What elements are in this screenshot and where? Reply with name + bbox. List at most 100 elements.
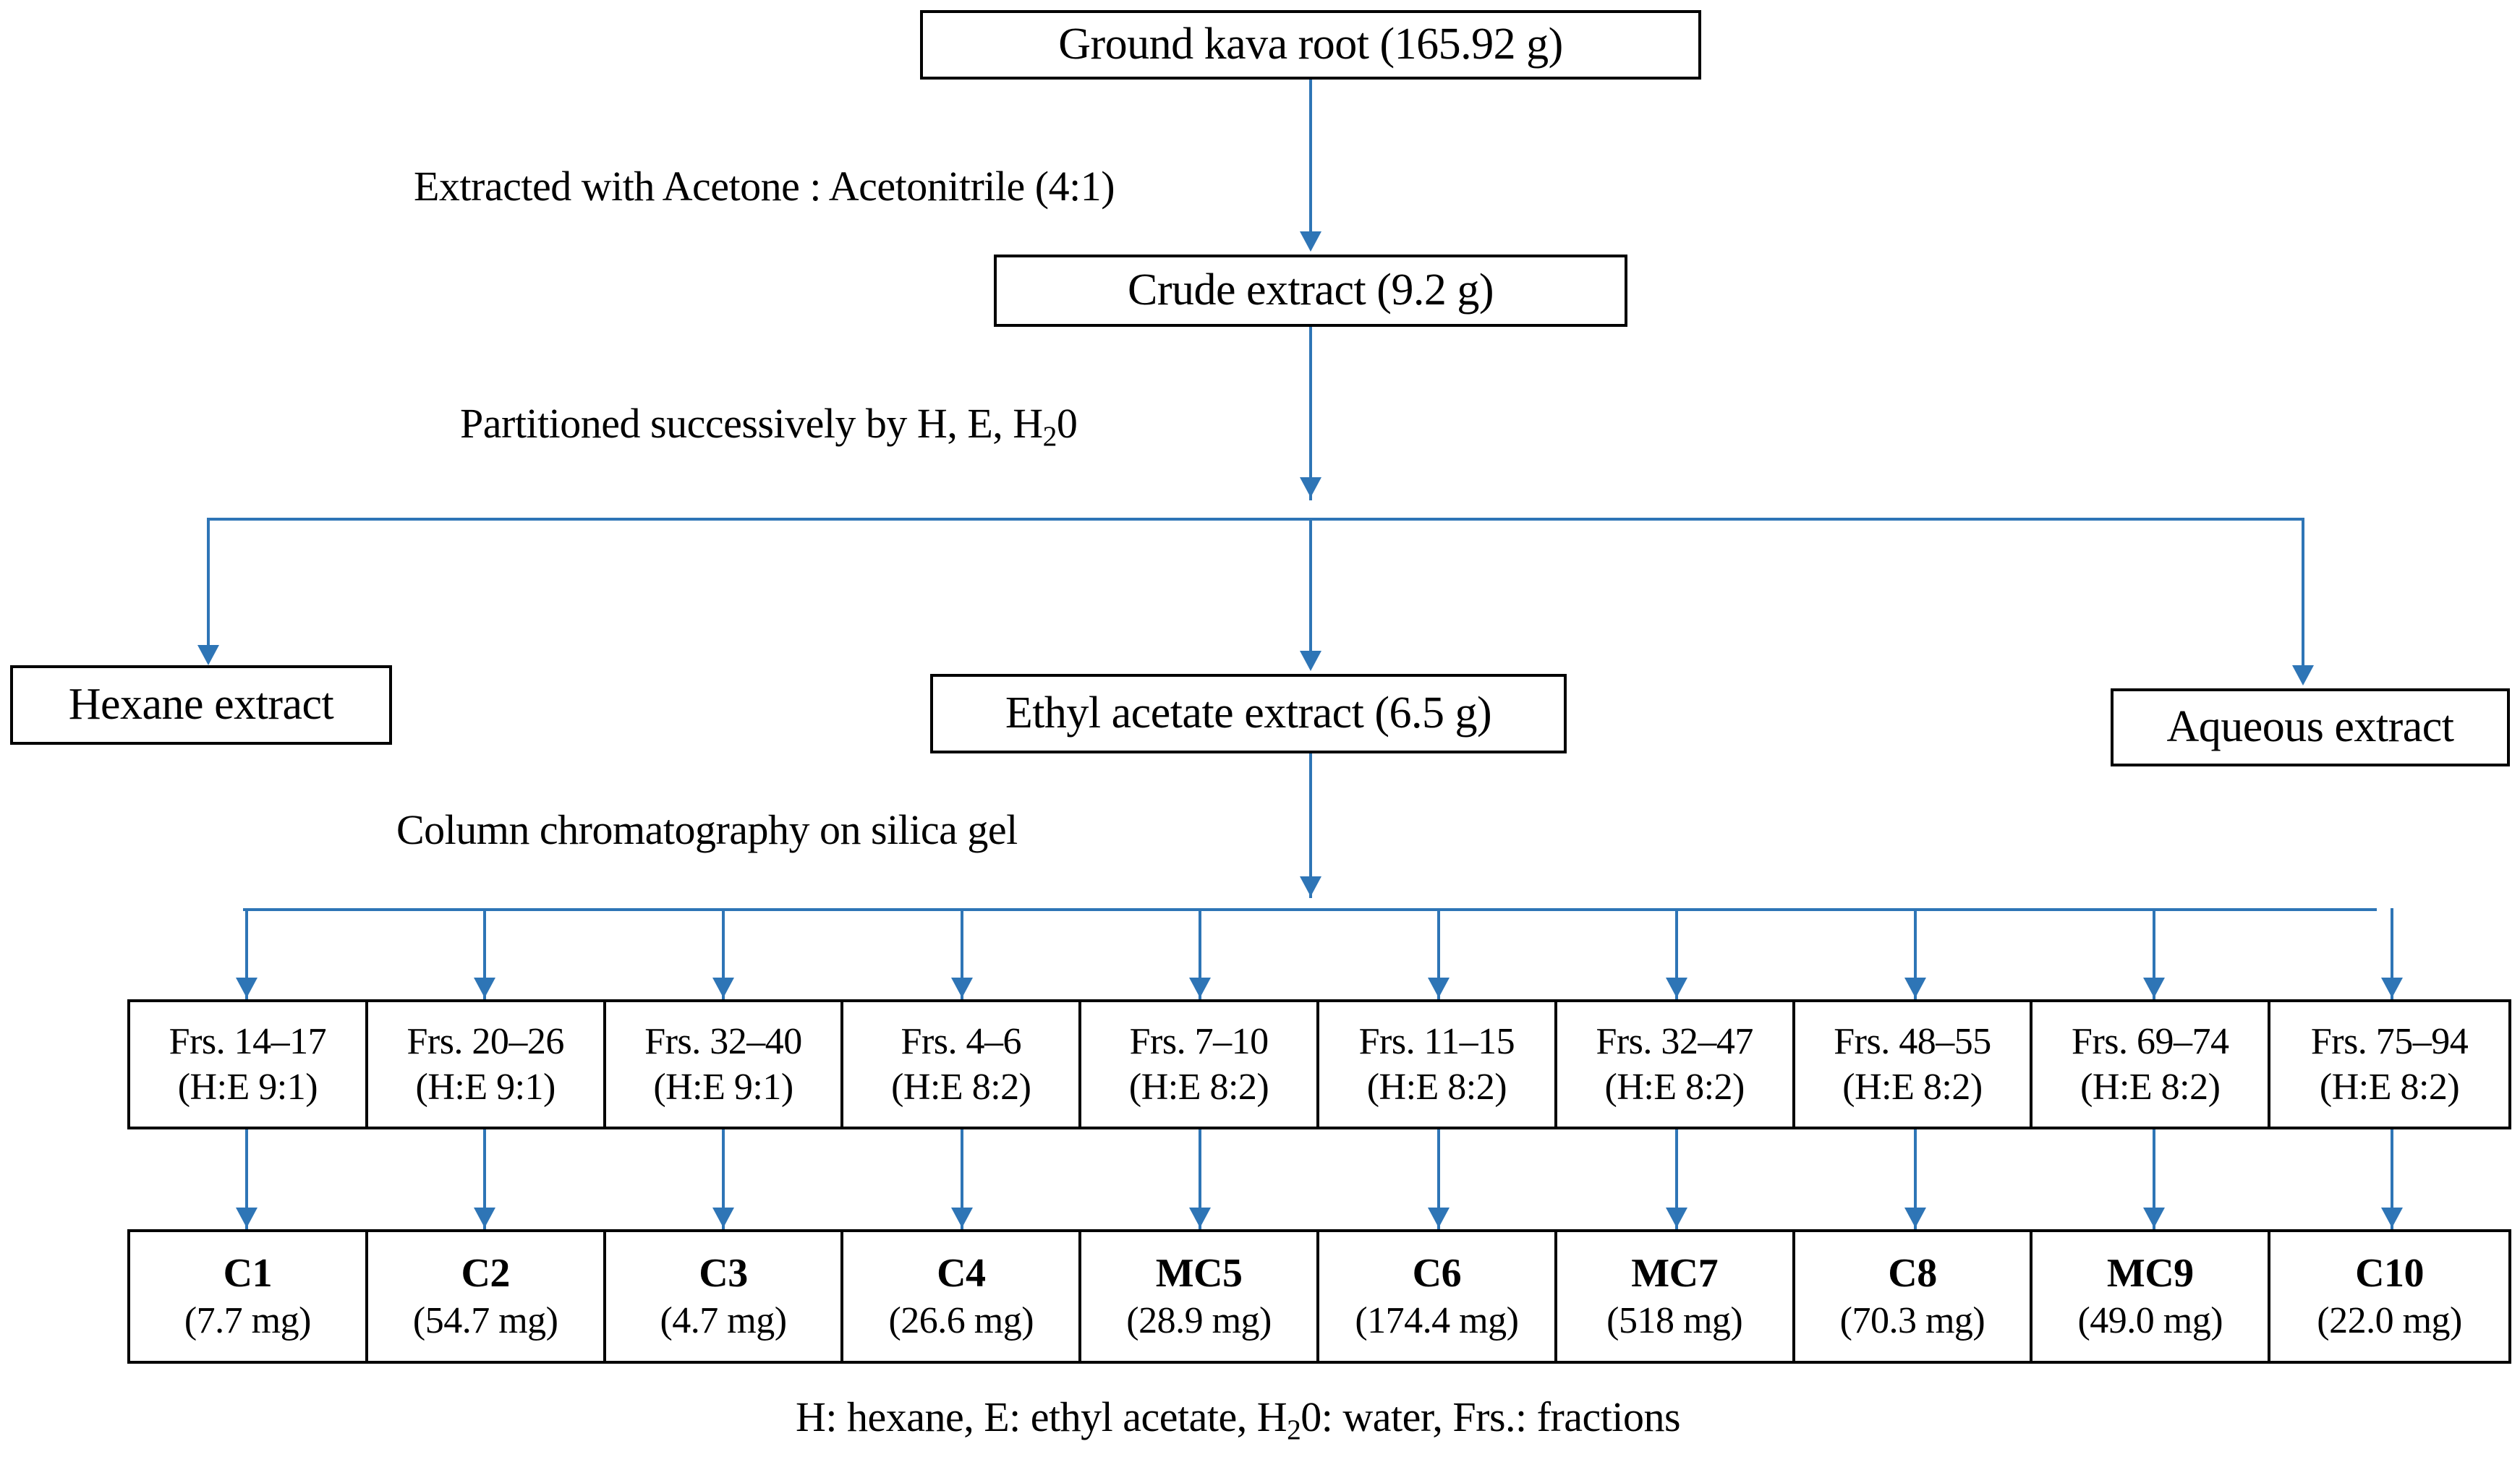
connector-fraction-to-compound <box>245 1129 248 1229</box>
compound-yield: (28.9 mg) <box>1126 1300 1272 1342</box>
compound-name: C3 <box>699 1251 748 1296</box>
compound-yield: (22.0 mg) <box>2317 1300 2462 1342</box>
fraction-cell: Frs. 11–15(H:E 8:2) <box>1319 1002 1557 1127</box>
arrowhead-fraction-to-compound <box>1904 1208 1926 1228</box>
fraction-solvent: (H:E 8:2) <box>1128 1067 1269 1108</box>
arrowhead-crude-to-partition <box>1300 477 1321 497</box>
fraction-range: Frs. 14–17 <box>169 1020 327 1062</box>
fraction-range: Frs. 75–94 <box>2310 1020 2469 1062</box>
arrowhead-bus-to-fraction <box>712 978 734 998</box>
connector-fraction-to-compound <box>2391 1129 2393 1229</box>
compound-name: C2 <box>461 1251 510 1296</box>
connector-fraction-to-compound <box>961 1129 963 1229</box>
compound-yield: (26.6 mg) <box>888 1300 1034 1342</box>
caption-partition-step-subscript: 2 <box>1042 420 1057 453</box>
fraction-cell: Frs. 69–74 (H:E 8:2) <box>2032 1002 2271 1127</box>
compound-name: C1 <box>223 1251 273 1296</box>
compound-yield: (174.4 mg) <box>1355 1300 1519 1342</box>
connector-crude-to-partition <box>1309 327 1312 500</box>
compound-name: C8 <box>1888 1251 1937 1296</box>
connector-bus-to-fraction <box>1199 908 1201 999</box>
connector-fraction-to-compound <box>1914 1129 1917 1229</box>
fraction-solvent: (H:E 9:1) <box>653 1067 793 1108</box>
arrowhead-bus-to-fraction <box>1428 978 1450 998</box>
arrowhead-bus-to-fraction <box>1666 978 1687 998</box>
caption-partition-step-prefix: Partitioned successively by H, E, H <box>460 400 1043 447</box>
connector-fraction-to-compound <box>483 1129 486 1229</box>
compound-cell: C6(174.4 mg) <box>1319 1232 1557 1361</box>
arrowhead-ethyl-to-chromatography <box>1300 876 1321 897</box>
fraction-cell: Frs. 75–94(H:E 8:2) <box>2270 1002 2508 1127</box>
connector-fraction-to-compound <box>1199 1129 1201 1229</box>
fraction-cell: Frs. 32–47(H:E 8:2) <box>1557 1002 1795 1127</box>
arrowhead-bus-to-fraction <box>1189 978 1211 998</box>
connector-ethyl-to-chromatography <box>1309 753 1312 898</box>
fraction-solvent: (H:E 8:2) <box>2080 1067 2221 1108</box>
arrowhead-bus-to-fraction <box>474 978 495 998</box>
box-hexane-extract: Hexane extract <box>10 665 392 745</box>
arrowhead-ground-to-crude <box>1300 231 1321 252</box>
caption-extraction-step-text: Extracted with Acetone : Acetonitrile (4… <box>414 163 1115 210</box>
box-ethyl-acetate-extract: Ethyl acetate extract (6.5 g) <box>930 674 1567 753</box>
legend-footnote-prefix: H: hexane, E: ethyl acetate, H <box>796 1393 1287 1440</box>
arrowhead-fraction-to-compound <box>712 1208 734 1228</box>
compound-cell: MC9(49.0 mg) <box>2032 1232 2271 1361</box>
arrowhead-fraction-to-compound <box>2143 1208 2165 1228</box>
compound-name: C4 <box>937 1251 986 1296</box>
fraction-table: Frs. 14–17(H:E 9:1)Frs. 20–26(H:E 9:1)Fr… <box>127 999 2511 1129</box>
compound-name: MC5 <box>1155 1251 1243 1296</box>
arrowhead-bus-to-aqueous <box>2292 665 2314 685</box>
connector-bus-to-fraction <box>483 908 486 999</box>
box-ethyl-acetate-extract-label: Ethyl acetate extract (6.5 g) <box>1005 688 1492 738</box>
arrowhead-fraction-to-compound <box>1189 1208 1211 1228</box>
compound-name: C10 <box>2355 1251 2425 1296</box>
arrowhead-fraction-to-compound <box>1428 1208 1450 1228</box>
compound-name: MC9 <box>2106 1251 2194 1296</box>
legend-footnote-suffix: 0: water, Frs.: fractions <box>1301 1393 1681 1440</box>
arrowhead-fraction-to-compound <box>474 1208 495 1228</box>
fraction-cell: Frs. 32–40(H:E 9:1) <box>606 1002 844 1127</box>
connector-bus-to-fraction <box>1914 908 1917 999</box>
compound-yield: (518 mg) <box>1606 1300 1743 1342</box>
connector-bus-to-fraction <box>961 908 963 999</box>
fraction-range: Frs. 20–26 <box>406 1020 564 1062</box>
compound-table: C1(7.7 mg)C2(54.7 mg)C3(4.7 mg)C4(26.6 m… <box>127 1229 2511 1364</box>
box-crude-extract: Crude extract (9.2 g) <box>994 255 1627 327</box>
connector-fraction-to-compound <box>722 1129 725 1229</box>
fraction-range: Frs. 69–74 <box>2072 1020 2229 1062</box>
connector-bus-to-fraction <box>2391 908 2393 999</box>
compound-yield: (49.0 mg) <box>2077 1300 2223 1342</box>
fraction-solvent: (H:E 8:2) <box>891 1067 1031 1108</box>
connector-fraction-to-compound <box>1437 1129 1440 1229</box>
fraction-solvent: (H:E 8:2) <box>1842 1067 1983 1108</box>
legend-footnote: H: hexane, E: ethyl acetate, H20: water,… <box>796 1393 1681 1445</box>
compound-yield: (4.7 mg) <box>660 1300 787 1342</box>
compound-cell: C8(70.3 mg) <box>1795 1232 2033 1361</box>
arrowhead-bus-to-fraction <box>2143 978 2165 998</box>
connector-bus-to-fraction <box>2153 908 2155 999</box>
connector-bus-to-fraction <box>1437 908 1440 999</box>
compound-yield: (70.3 mg) <box>1839 1300 1985 1342</box>
compound-yield: (7.7 mg) <box>184 1300 312 1342</box>
arrowhead-fraction-to-compound <box>951 1208 973 1228</box>
fraction-cell: Frs. 48–55(H:E 8:2) <box>1795 1002 2033 1127</box>
box-hexane-extract-label: Hexane extract <box>68 680 334 730</box>
compound-cell: MC5(28.9 mg) <box>1081 1232 1319 1361</box>
compound-cell: C4(26.6 mg) <box>843 1232 1082 1361</box>
arrowhead-bus-to-fraction <box>951 978 973 998</box>
fraction-range: Frs. 32–47 <box>1596 1020 1753 1062</box>
fraction-range: Frs. 4–6 <box>901 1020 1022 1062</box>
arrowhead-fraction-to-compound <box>2381 1208 2403 1228</box>
fraction-range: Frs. 7–10 <box>1129 1020 1269 1062</box>
arrowhead-fraction-to-compound <box>236 1208 257 1228</box>
fraction-cell: Frs. 4–6 (H:E 8:2) <box>843 1002 1082 1127</box>
caption-chromatography-step-text: Column chromatography on silica gel <box>396 806 1018 853</box>
box-aqueous-extract-label: Aqueous extract <box>2166 702 2454 752</box>
fraction-cell: Frs. 7–10 (H:E 8:2) <box>1081 1002 1319 1127</box>
arrowhead-fraction-to-compound <box>1666 1208 1687 1228</box>
compound-cell: C10(22.0 mg) <box>2270 1232 2508 1361</box>
arrowhead-bus-to-ethyl-acetate <box>1300 651 1321 671</box>
arrowhead-bus-to-fraction <box>2381 978 2403 998</box>
connector-bus-to-aqueous <box>2302 518 2304 678</box>
